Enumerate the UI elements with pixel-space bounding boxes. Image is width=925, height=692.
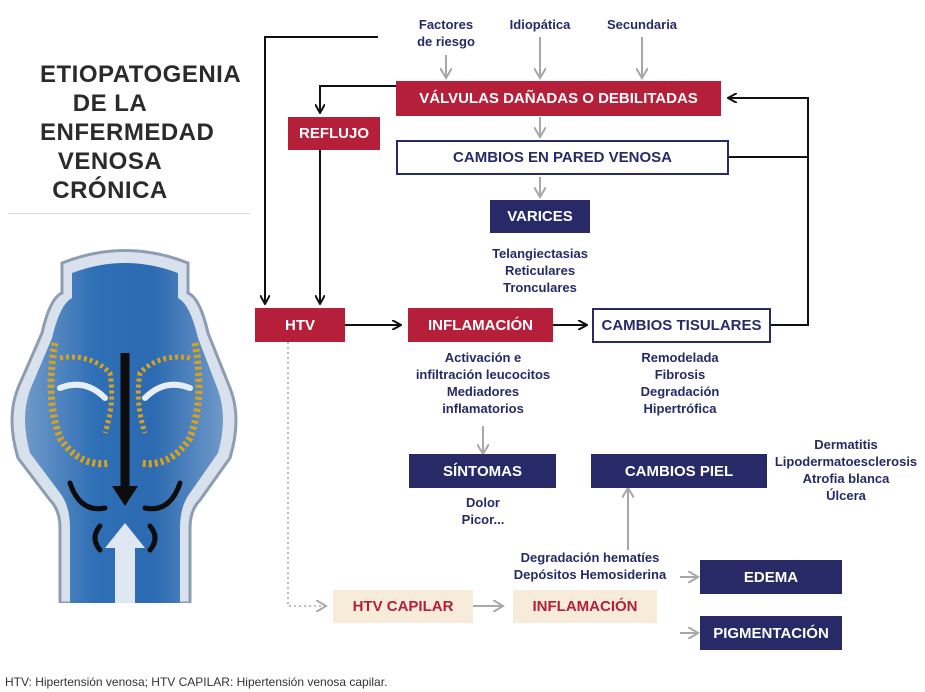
tissue-detail-item: Hipertrófica (643, 401, 717, 416)
tissue-detail-item: Fibrosis (654, 367, 706, 382)
idiopathic-label: Idiopática (509, 17, 571, 32)
skin-detail-item: Dermatitis (814, 437, 878, 452)
capillary-htv-box: HTV CAPILAR (333, 590, 473, 623)
pigmentation-box: PIGMENTACIÓN (700, 616, 842, 650)
symptom-item: Picor... (461, 512, 505, 527)
symptom-item: Dolor (466, 495, 500, 510)
title-line: VENOSA (57, 148, 163, 175)
varices-type-item: Reticulares (504, 263, 576, 278)
symptoms-details-list: Dolor Picor... (430, 494, 536, 528)
venous-wall-changes-box: CAMBIOS EN PARED VENOSA (396, 140, 729, 175)
title-line: CRÓNICA (52, 177, 168, 204)
risk-factors-line: Factores (418, 17, 474, 32)
capillary-details-list: Degradación hematíes Depósitos Hemosider… (500, 549, 680, 583)
varices-type-item: Telangiectasias (492, 246, 588, 261)
tissue-detail-item: Degradación (640, 384, 720, 399)
risk-factors-label: Factores de riesgo (404, 16, 488, 50)
htv-box: HTV (255, 308, 345, 342)
symptoms-box: SÍNTOMAS (409, 454, 556, 488)
skin-detail-item: Úlcera (826, 488, 866, 503)
skin-detail-item: Lipodermatoesclerosis (774, 454, 918, 469)
title-divider (8, 213, 250, 214)
footnote: HTV: Hipertensión venosa; HTV CAPILAR: H… (5, 675, 388, 689)
skin-detail-item: Atrofia blanca (802, 471, 890, 486)
inflammation-detail-item: inflamatorios (442, 401, 524, 416)
capillary-detail-item: Depósitos Hemosiderina (513, 567, 667, 582)
reflux-box: REFLUJO (288, 117, 380, 150)
inflammation-detail-item: Mediadores (446, 384, 520, 399)
inflammation-detail-item: infiltración leucocitos (415, 367, 551, 382)
tissue-changes-box: CAMBIOS TISULARES (592, 308, 771, 343)
secondary-label: Secundaria (606, 17, 678, 32)
tissue-detail-item: Remodelada (641, 350, 719, 365)
risk-factors-line: de riesgo (417, 34, 475, 49)
varices-types-list: Telangiectasias Reticulares Tronculares (470, 245, 610, 296)
title-line: DE LA (72, 90, 148, 117)
edema-box: EDEMA (700, 560, 842, 594)
vein-valve-illustration (10, 249, 238, 603)
inflammation-detail-item: Activación e (444, 350, 522, 365)
inflammation-secondary-box: INFLAMACIÓN (513, 590, 657, 623)
capillary-detail-item: Degradación hematíes (520, 550, 660, 565)
varices-box: VARICES (490, 200, 590, 233)
valves-damaged-box: VÁLVULAS DAÑADAS O DEBILITADAS (396, 81, 721, 116)
skin-details-list: Dermatitis Lipodermatoesclerosis Atrofia… (768, 436, 924, 504)
varices-type-item: Tronculares (503, 280, 577, 295)
inflammation-box: INFLAMACIÓN (408, 308, 553, 342)
tissue-details-list: Remodelada Fibrosis Degradación Hipertró… (610, 349, 750, 417)
skin-changes-box: CAMBIOS PIEL (591, 454, 767, 488)
inflammation-details-list: Activación e infiltración leucocitos Med… (378, 349, 588, 417)
